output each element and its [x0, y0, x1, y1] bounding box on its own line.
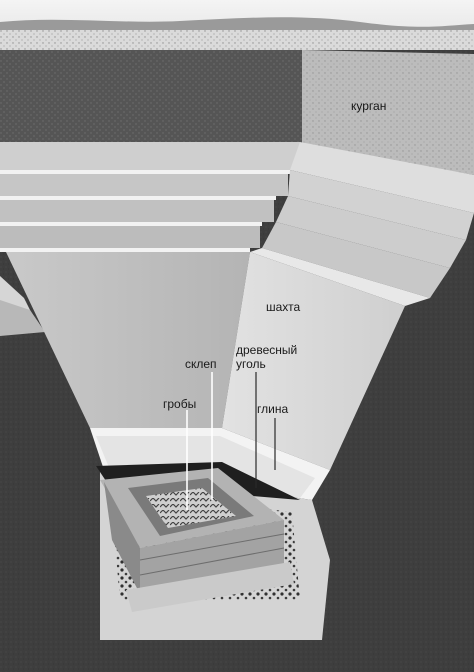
crypt-front [140, 520, 284, 594]
label-shakhta: шахта [266, 300, 301, 314]
label-charcoal-line1: древесный [236, 343, 298, 357]
shaft-right-wall [222, 252, 405, 470]
label-glina: глина [257, 402, 289, 416]
label-charcoal-line2: уголь [236, 357, 266, 371]
label-kurgan: курган [351, 99, 387, 113]
label-groby: гробы [163, 397, 197, 411]
shaft-back-wall [6, 252, 250, 428]
label-sklep: склеп [185, 357, 217, 371]
